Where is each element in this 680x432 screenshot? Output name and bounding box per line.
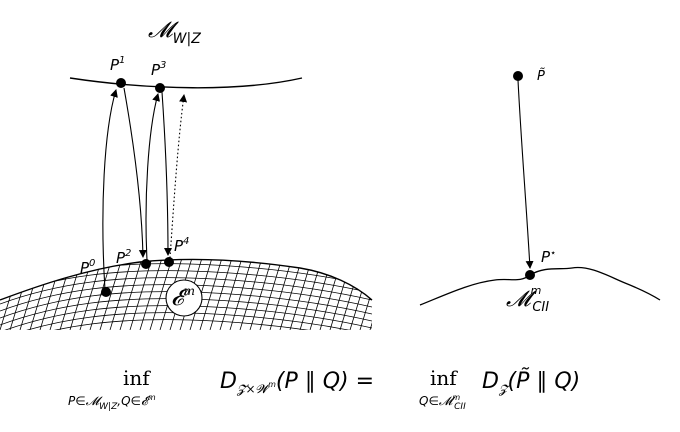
manifold-cii-curve <box>419 266 661 306</box>
label-p3: P3 <box>151 60 166 79</box>
point-p0 <box>101 287 111 297</box>
arrow-p0-to-p1 <box>102 89 118 291</box>
arrow-p3-to-p4 <box>161 91 172 256</box>
mesh-cross-line <box>9 259 33 330</box>
eq-right-divergence: D𝓩(P̃ ∥ Q) <box>482 368 580 396</box>
mesh-cross-line <box>109 259 133 330</box>
arrow-p2-to-p3 <box>145 93 160 261</box>
mesh-cross-line <box>239 259 263 330</box>
mesh-cross-line <box>19 259 43 330</box>
arrow-p-tilde-to-p-star <box>517 79 534 269</box>
mesh-cross-line <box>0 259 13 330</box>
label-p2: P2 <box>116 248 131 267</box>
label-p-star: P⋆ <box>541 248 556 266</box>
point-p3 <box>155 83 165 93</box>
label-manifold-w-given-z: 𝓜W|Z <box>148 18 201 47</box>
mesh-cross-line <box>249 259 273 330</box>
mesh-cross-line <box>99 259 123 330</box>
label-p4: P4 <box>174 236 189 255</box>
mesh-cross-line <box>0 259 3 330</box>
mesh-cross-line <box>49 259 73 330</box>
mesh-cross-line <box>349 259 372 330</box>
eq-left-divergence: D𝓩×𝓦m(P ∥ Q) = <box>220 369 374 396</box>
label-p0: P0 <box>80 258 95 277</box>
arrow-p4-dotted-next <box>169 94 188 259</box>
mesh-cross-line <box>269 259 293 330</box>
mesh-cross-line <box>139 259 163 330</box>
mesh-cross-line <box>380 258 402 330</box>
eq-left-inf: inf <box>123 366 151 390</box>
point-p1 <box>116 78 126 88</box>
mesh-cross-line <box>119 259 143 330</box>
mesh-cross-line <box>59 259 83 330</box>
mesh-cross-line <box>209 259 233 330</box>
point-p2 <box>141 259 151 269</box>
point-p4 <box>164 257 174 267</box>
mesh-line <box>0 319 372 330</box>
em-mesh-surface <box>0 258 412 330</box>
mesh-cross-line <box>369 259 372 330</box>
em-surface-outline <box>0 258 373 301</box>
mesh-cross-line <box>229 259 253 330</box>
mesh-cross-line <box>329 259 353 330</box>
eq-left-inf-subscript: P∈𝓜W|Z,Q∈𝓔m <box>68 393 156 412</box>
mesh-cross-line <box>359 259 372 330</box>
arrow-p1-to-p2 <box>123 87 147 258</box>
mesh-line <box>0 312 372 330</box>
mesh-cross-line <box>390 258 412 330</box>
mesh-cross-line <box>219 259 243 330</box>
eq-right-inf: inf <box>430 366 458 390</box>
mesh-cross-line <box>199 259 223 330</box>
em-label-disc <box>165 279 203 317</box>
mesh-cross-line <box>129 259 153 330</box>
manifold-w-given-z-curve <box>69 77 303 89</box>
mesh-line <box>0 277 372 305</box>
mesh-cross-line <box>0 259 23 330</box>
mesh-cross-line <box>259 259 283 330</box>
label-p1: P1 <box>110 55 125 74</box>
mesh-cross-line <box>319 259 343 330</box>
label-p-tilde: P̃ <box>537 69 546 84</box>
point-p-tilde <box>513 71 523 81</box>
